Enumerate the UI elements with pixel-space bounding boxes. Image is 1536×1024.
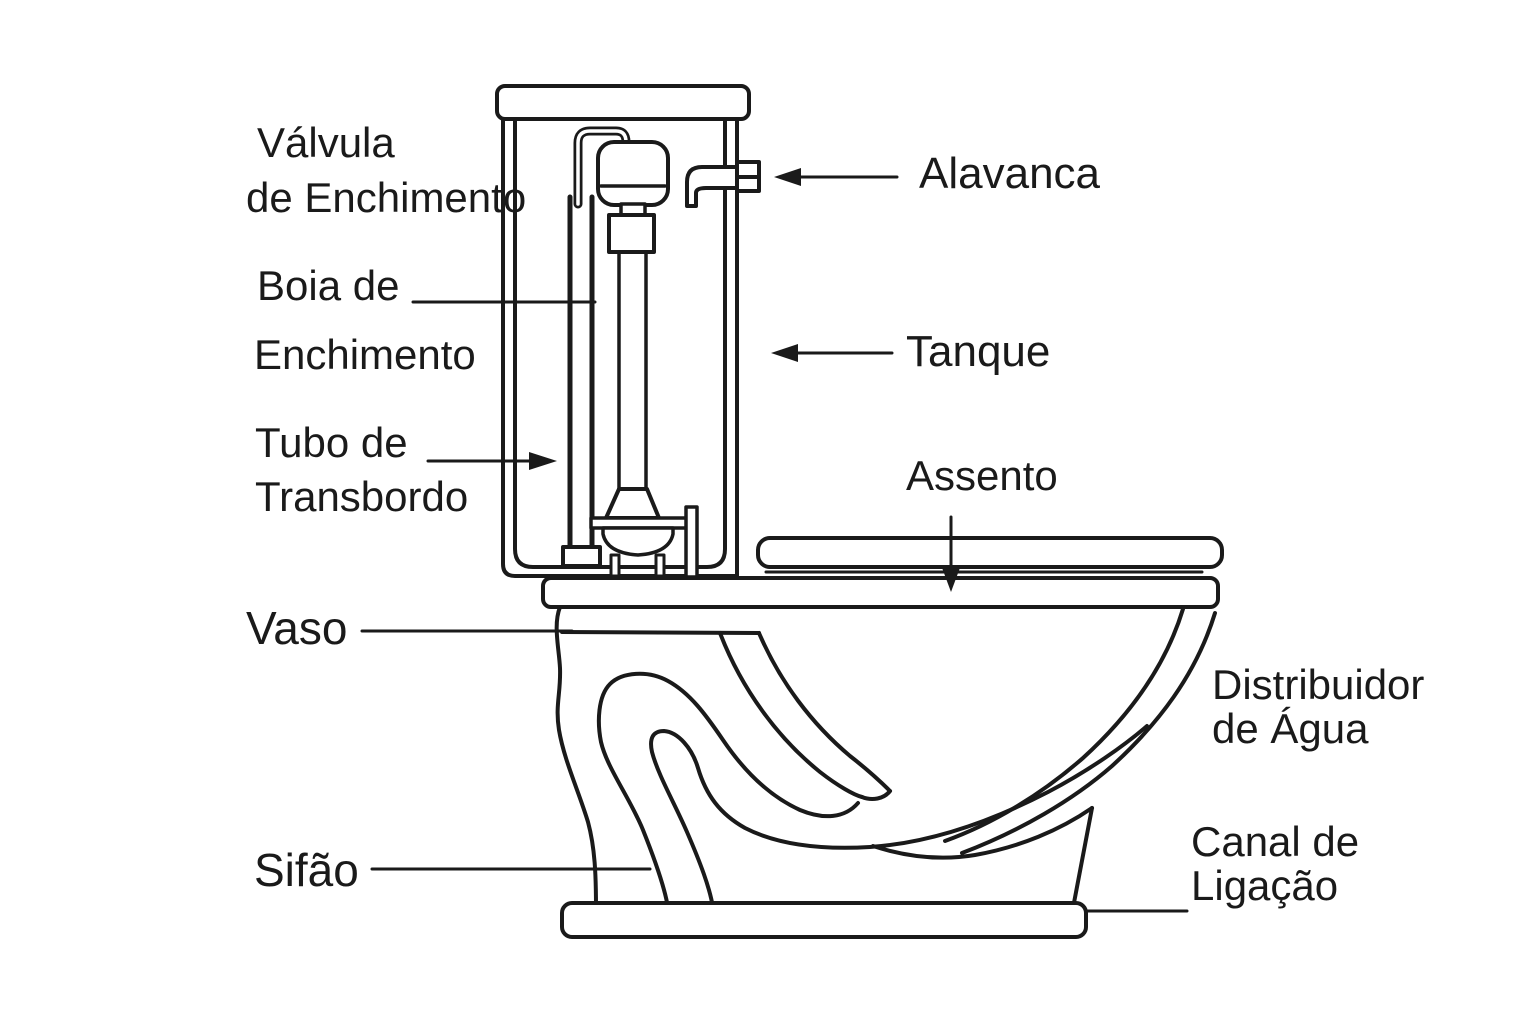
flush-channel-outer	[718, 631, 864, 799]
lever-arm	[685, 165, 739, 208]
label-tanque: Tanque	[906, 327, 1050, 376]
siphon-outer-curve	[596, 671, 860, 910]
water-distributor-outer-arc	[943, 607, 1185, 843]
flush-valve-leg-right	[654, 553, 666, 578]
overflow-tube-foot	[561, 545, 602, 568]
toilet-base	[560, 901, 1088, 939]
label-valvula-line2: de Enchimento	[246, 174, 526, 221]
water-distributor-inner-arc	[960, 611, 1217, 855]
flapper-seat	[601, 526, 675, 557]
bowl-rim-platform	[541, 576, 1220, 609]
pedestal-right-edge	[1071, 806, 1094, 910]
valve-coupling	[607, 213, 656, 254]
label-valvula-line1: Válvula	[257, 119, 395, 166]
label-boia-line2: Enchimento	[254, 331, 476, 378]
flush-valve-leg-left	[609, 553, 621, 578]
flush-channel-tip	[860, 789, 892, 801]
label-vaso: Vaso	[246, 602, 347, 654]
lever-handle-top	[735, 160, 761, 179]
siphon-inner-basin-curve	[649, 724, 1149, 910]
label-boia-line1: Boia de	[257, 262, 399, 309]
assento-arrowhead	[941, 565, 961, 592]
label-distribuidor-line2: de Água	[1212, 705, 1369, 752]
outlet-stub-pipe	[684, 505, 699, 579]
label-tubo-line2: Transbordo	[255, 473, 468, 520]
tubo-arrowhead	[529, 452, 557, 470]
label-tubo-line1: Tubo de	[255, 419, 408, 466]
bowl-left-contour	[554, 605, 598, 910]
tank-lid	[495, 84, 751, 121]
alavanca-arrowhead	[774, 168, 801, 186]
label-distribuidor-line1: Distribuidor	[1212, 661, 1424, 708]
fill-float	[596, 140, 670, 207]
toilet-seat	[756, 536, 1224, 569]
bowl-waterline	[871, 806, 1094, 860]
label-alavanca: Alavanca	[919, 149, 1101, 198]
refill-tube-bore	[576, 129, 628, 206]
bowl-under-rim-line	[560, 630, 761, 635]
flush-channel-inner	[757, 631, 892, 793]
label-assento: Assento	[906, 452, 1058, 499]
tanque-arrowhead	[771, 344, 798, 362]
label-canal-line1: Canal de	[1191, 818, 1359, 865]
lever-handle-bottom	[735, 175, 761, 193]
label-sifao: Sifão	[254, 844, 359, 896]
label-canal-line2: Ligação	[1191, 862, 1338, 909]
